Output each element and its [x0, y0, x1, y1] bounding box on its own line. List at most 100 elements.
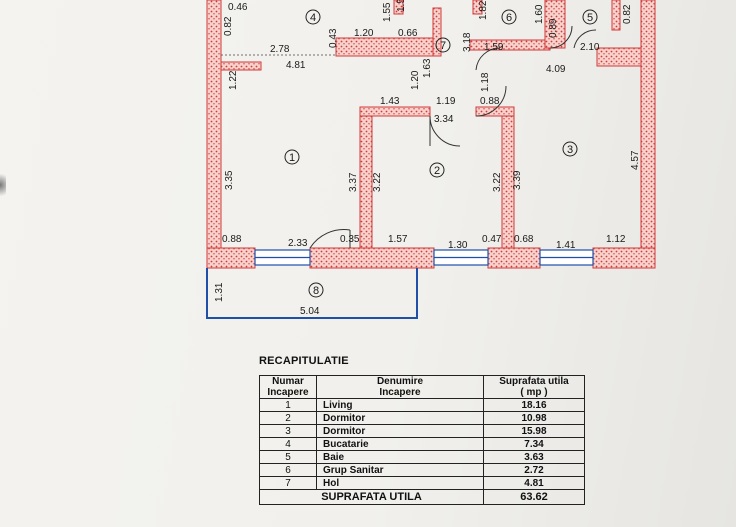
svg-text:2: 2: [434, 165, 440, 177]
header-area: Suprafata utila( mp ): [483, 375, 585, 399]
room-marker-2: 2: [429, 162, 445, 178]
dim-label: 1.63: [422, 58, 433, 78]
table-cell: 18.16: [483, 398, 585, 412]
dim-label: 3.18: [462, 32, 473, 52]
dim-label: 0.43: [328, 28, 339, 48]
table-cell: 4.81: [483, 476, 585, 490]
room-marker-3: 3: [562, 141, 578, 157]
room-markers: 1 2 3 4 5 6 7 8: [284, 9, 598, 298]
table-cell: Bucatarie: [316, 437, 484, 451]
table-cell: 15.98: [483, 424, 585, 438]
table-cell: Living: [316, 398, 484, 412]
table-cell: Grup Sanitar: [316, 463, 484, 477]
table-cell: 4: [259, 437, 317, 451]
dim-label: 3.39: [512, 170, 523, 190]
dim-label: 1.12: [606, 234, 626, 245]
dim-label: 2.10: [580, 42, 600, 53]
dim-label: 1.18: [480, 72, 491, 92]
dim-label: 3.37: [348, 172, 359, 192]
dim-label: 4.09: [546, 64, 566, 75]
balcony-outline: [206, 268, 418, 319]
svg-text:4: 4: [310, 12, 316, 24]
dim-label: 1.60: [534, 4, 545, 24]
table-cell: Baie: [316, 450, 484, 464]
svg-text:3: 3: [567, 144, 573, 156]
total-value: 63.62: [483, 489, 585, 505]
total-label: SUPRAFATA UTILA: [259, 489, 484, 505]
dim-label: 3.35: [224, 170, 235, 190]
dim-label: 2.78: [270, 44, 290, 55]
dim-label: 0.47: [482, 234, 502, 245]
dim-label: 0.89: [548, 18, 559, 38]
dim-label: 0.68: [514, 234, 534, 245]
dim-label: 0.82: [223, 16, 234, 36]
dim-label: 1.20: [410, 70, 421, 90]
dim-label: 3.22: [492, 172, 503, 192]
svg-text:8: 8: [313, 285, 319, 297]
dim-label: 1.57: [388, 234, 408, 245]
windows: [254, 249, 594, 266]
room-marker-4: 4: [305, 9, 321, 25]
dim-label: 1.22: [228, 70, 239, 90]
table-cell: 10.98: [483, 411, 585, 425]
room-marker-6: 6: [501, 9, 517, 25]
room-marker-7: 7: [435, 37, 451, 53]
table-cell: 3.63: [483, 450, 585, 464]
table-cell: 2: [259, 411, 317, 425]
dim-label: 1.19: [436, 96, 456, 107]
table-cell: 1: [259, 398, 317, 412]
dim-label: 4.81: [286, 60, 306, 71]
dim-label: 0.88: [222, 234, 242, 245]
dim-label: 1.31: [214, 282, 225, 302]
dim-label: 0.88: [480, 96, 500, 107]
svg-text:6: 6: [506, 12, 512, 24]
table-cell: 5: [259, 450, 317, 464]
dim-label: 5.04: [300, 306, 320, 317]
dim-label: 3.34: [434, 114, 454, 125]
dim-label: 1.43: [380, 96, 400, 107]
total-row: SUPRAFATA UTILA 63.62: [259, 489, 585, 505]
room-marker-8: 8: [308, 282, 324, 298]
dim-label: 2.33: [288, 238, 308, 249]
floor-plan: 1 2 3 4 5 6 7 8 0.46 0.82 1.55 1.55 1.82…: [206, 0, 656, 319]
table-cell: 2.72: [483, 463, 585, 477]
dim-label: 1.59: [484, 42, 504, 53]
dim-label: 1.55: [382, 2, 393, 22]
table-cell: Hol: [316, 476, 484, 490]
room-marker-5: 5: [582, 9, 598, 25]
dim-label: 1.30: [448, 240, 468, 251]
table-cell: 7: [259, 476, 317, 490]
walls: [206, 0, 656, 269]
door-swings: [309, 25, 597, 249]
dim-label: 0.66: [398, 28, 418, 39]
dim-label: 1.41: [556, 240, 576, 251]
table-cell: 3: [259, 424, 317, 438]
dimension-labels: 0.46 0.82 1.55 1.55 1.82 1.60 0.89 0.82 …: [214, 0, 641, 317]
recap-title: RECAPITULATIE: [259, 355, 349, 367]
dim-label: 3.22: [372, 172, 383, 192]
room-marker-1: 1: [284, 149, 300, 165]
dim-label: 0.82: [622, 4, 633, 24]
dim-label: 0.35: [340, 234, 360, 245]
table-cell: Dormitor: [316, 424, 484, 438]
svg-text:7: 7: [440, 40, 446, 52]
svg-text:1: 1: [289, 152, 295, 164]
table-cell: 7.34: [483, 437, 585, 451]
svg-text:5: 5: [587, 12, 593, 24]
binding-hole: [0, 170, 6, 200]
dim-label: 1.20: [354, 28, 374, 39]
dim-label: 1.55: [396, 0, 407, 12]
table-cell: 6: [259, 463, 317, 477]
dim-label: 1.82: [478, 0, 489, 20]
